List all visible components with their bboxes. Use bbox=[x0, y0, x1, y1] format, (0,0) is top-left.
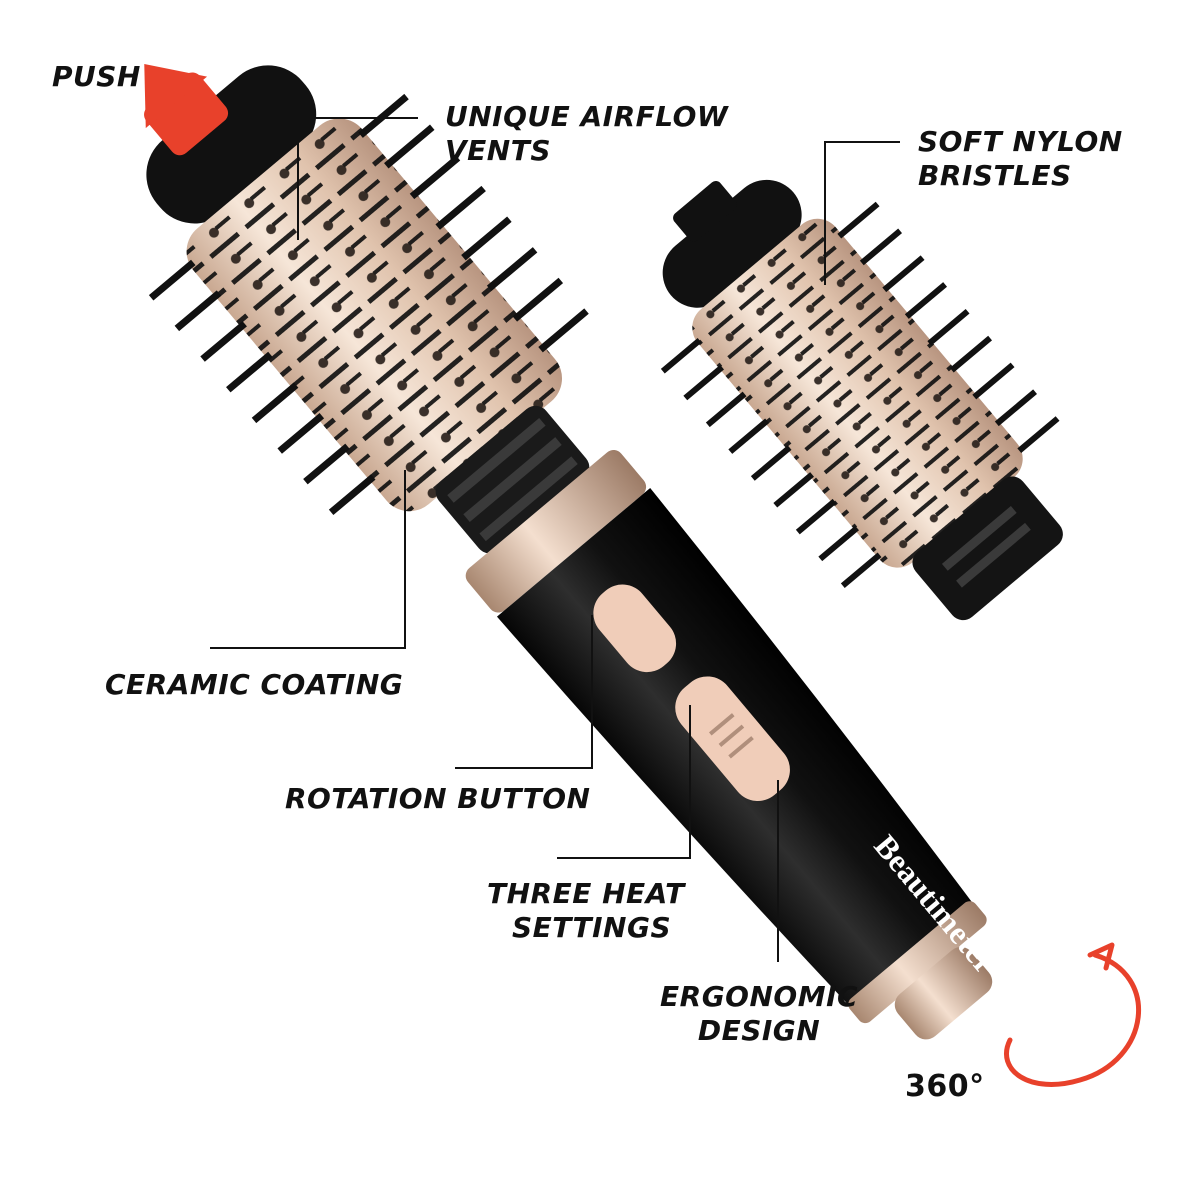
top-cap bbox=[146, 65, 317, 224]
main-brush bbox=[144, 64, 993, 1040]
rotation-arrow-icon bbox=[1004, 942, 1142, 1087]
side-bristles bbox=[148, 93, 589, 515]
spare-brush-head bbox=[660, 179, 1063, 621]
label-push: PUSH bbox=[52, 60, 141, 93]
cord-swivel bbox=[894, 947, 993, 1040]
rotation-button-shape bbox=[593, 584, 677, 673]
label-heat-settings: THREE HEAT SETTINGS bbox=[487, 877, 685, 944]
label-rotation-button: ROTATION BUTTON bbox=[285, 782, 591, 815]
bristle-rows bbox=[186, 118, 563, 512]
label-airflow-vents: UNIQUE AIRFLOW VENTS bbox=[445, 100, 729, 167]
heat-slider-shape bbox=[675, 676, 790, 802]
label-ergonomic-design: ERGONOMIC DESIGN bbox=[660, 980, 859, 1047]
callout-lines bbox=[210, 117, 900, 962]
label-ceramic-coating: CERAMIC COATING bbox=[105, 668, 404, 701]
push-arrow-icon bbox=[144, 64, 208, 129]
bottom-ring bbox=[848, 901, 987, 1024]
collar-ring bbox=[465, 450, 647, 613]
label-360-degrees: 360° bbox=[905, 1069, 985, 1104]
label-nylon-bristles: SOFT NYLON BRISTLES bbox=[918, 125, 1123, 192]
